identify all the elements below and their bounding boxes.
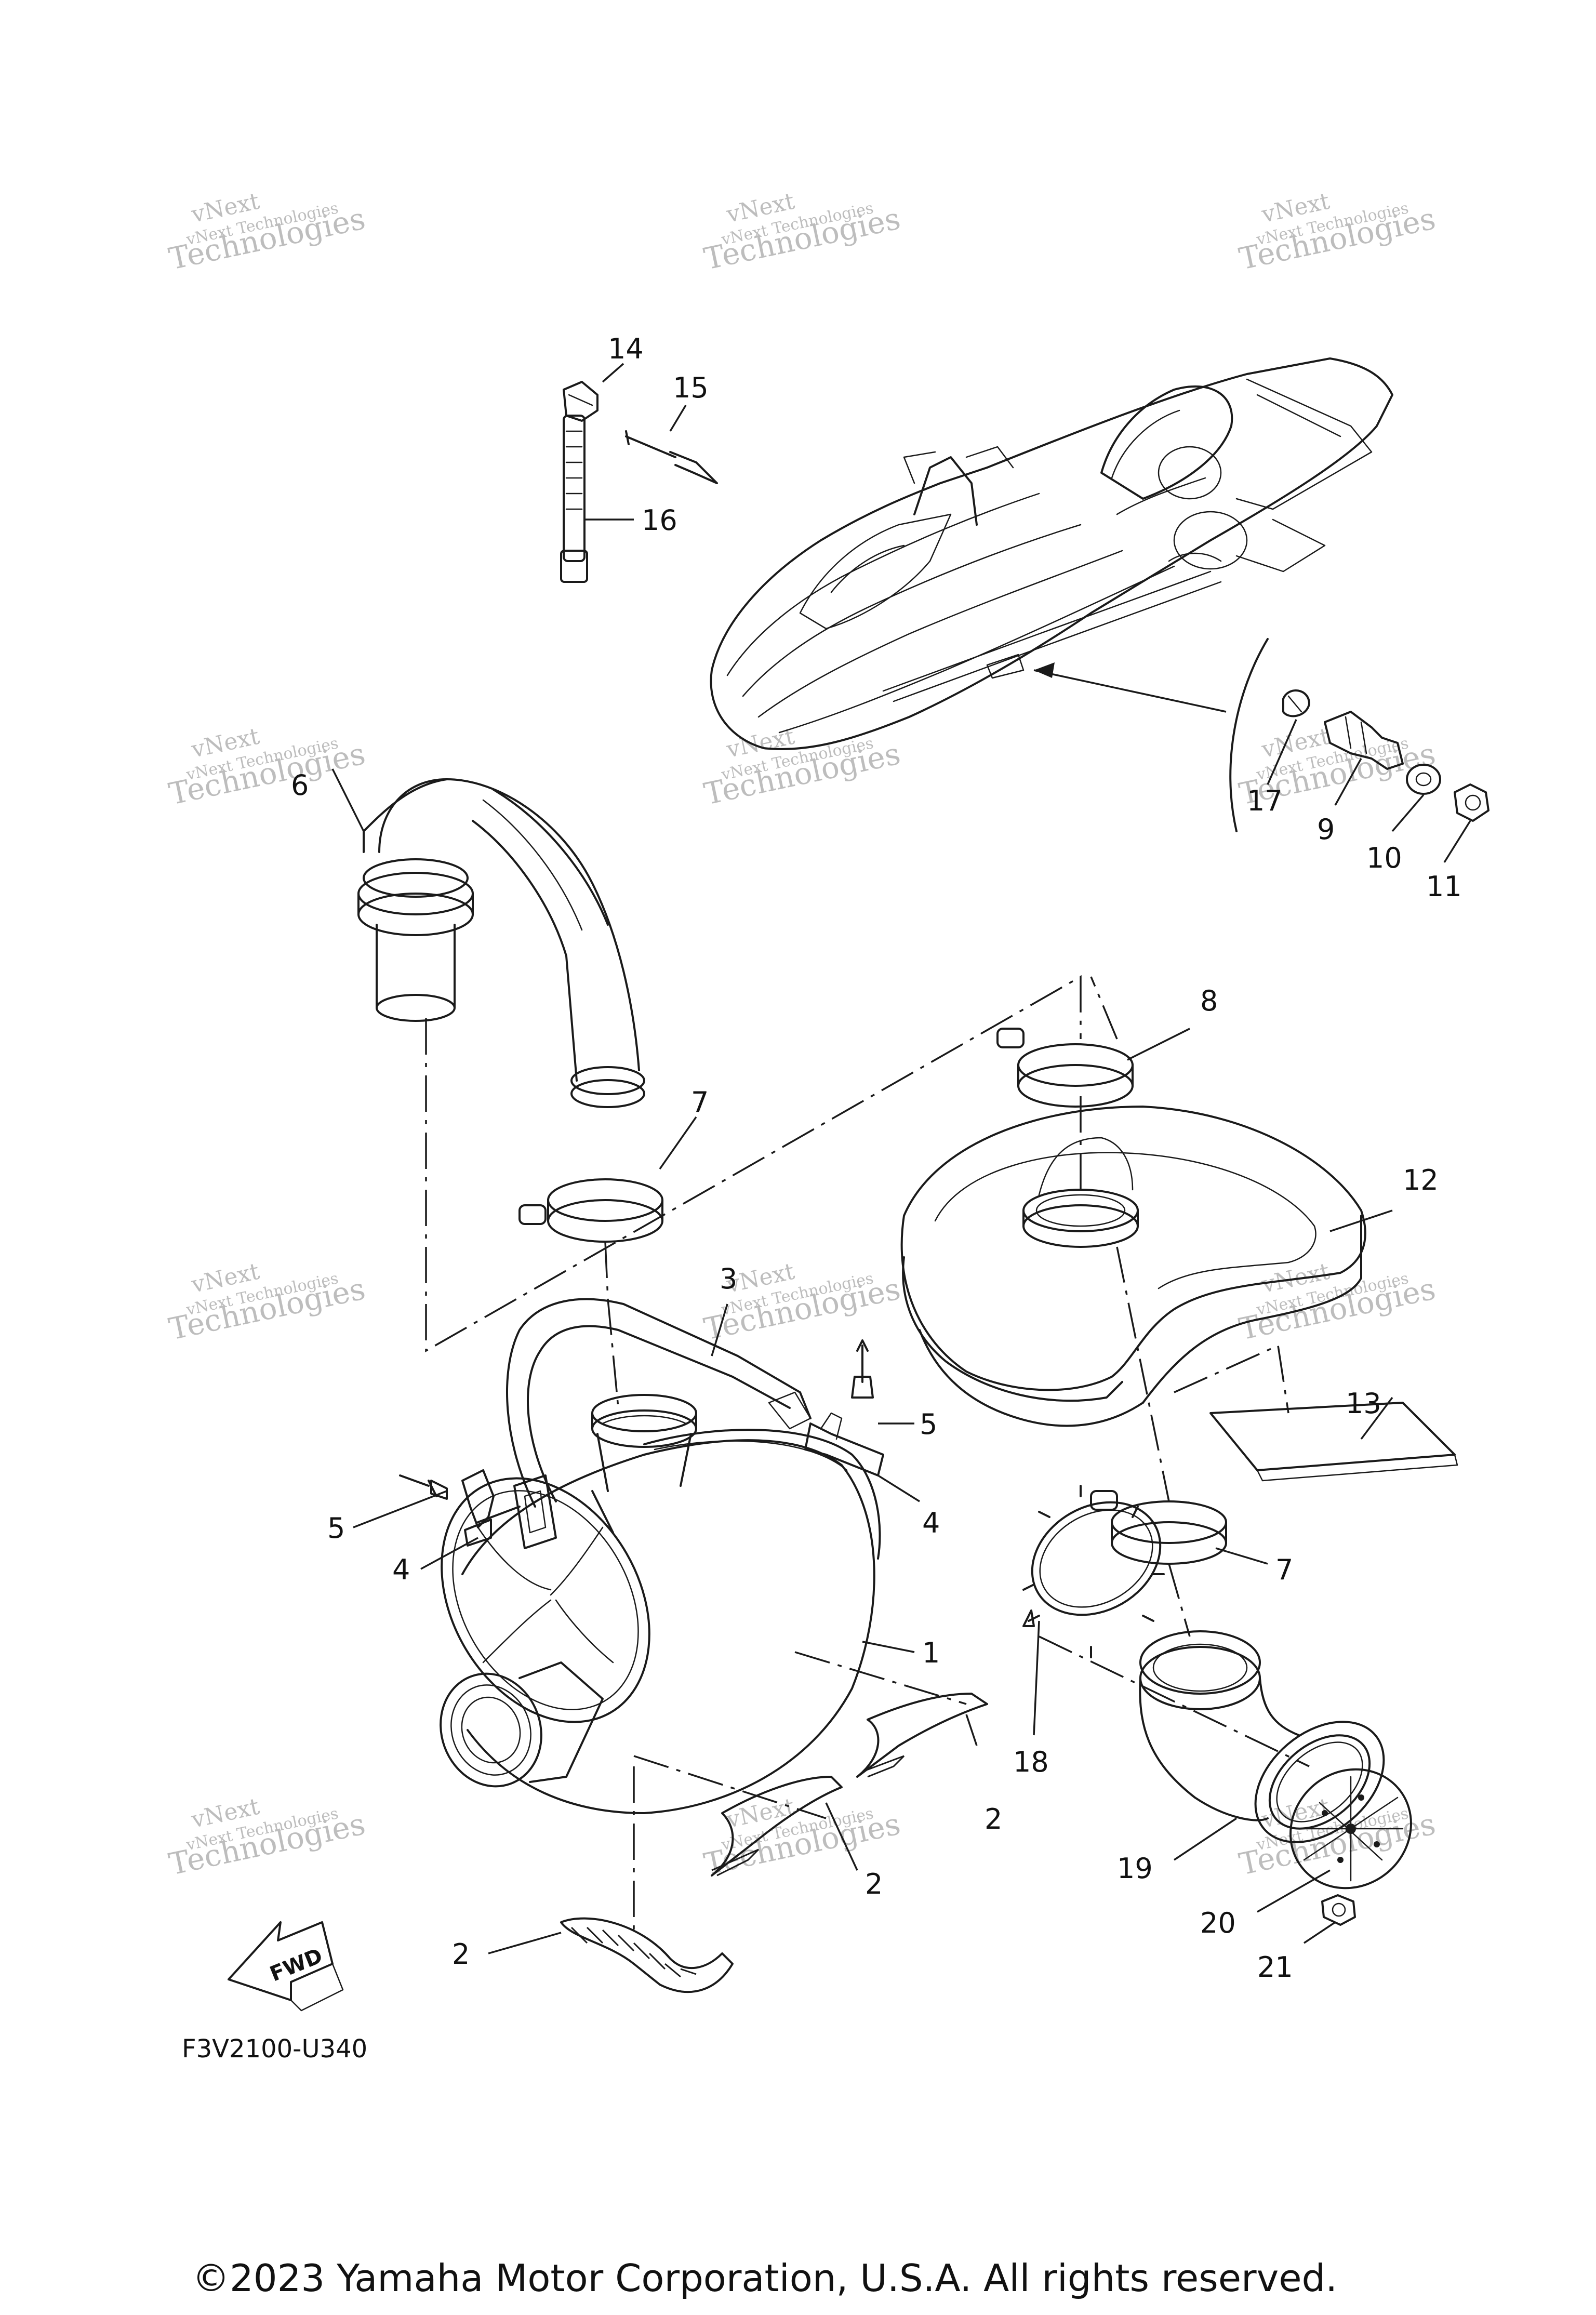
muffler-body [440, 1394, 881, 1814]
callout-11: 11 [1426, 870, 1462, 903]
callout-2: 2 [985, 1803, 1002, 1835]
watermark-group: vNext vNext Technologies Technologies vN… [166, 188, 1439, 1882]
callout-12: 12 [1403, 1164, 1439, 1196]
damper-pad [711, 1776, 843, 1877]
diagram-code: F3V2100-U340 [182, 2034, 367, 2064]
damper-pad [560, 1917, 734, 1993]
retaining-strap [506, 1298, 812, 1549]
watercraft-illustration [710, 357, 1393, 750]
callout-15: 14 [608, 332, 644, 365]
copyright-notice: ©2023 Yamaha Motor Corporation, U.S.A. A… [192, 2256, 1337, 2300]
blind-rivet [851, 1339, 874, 1399]
watermark: vNext vNext Technologies Technologies [701, 188, 903, 277]
hose-clamp [518, 1178, 663, 1243]
blind-rivet [399, 1474, 448, 1500]
valve-plate [1289, 1768, 1412, 1890]
callout-1: 1 [922, 1637, 940, 1669]
callout-5: 5 [920, 1408, 937, 1441]
watermark: vNext vNext Technologies Technologies [166, 188, 368, 277]
callout-4: 4 [392, 1553, 410, 1586]
callout-3: 3 [720, 1262, 737, 1295]
resonator-tank [900, 1106, 1366, 1427]
damper-pad [856, 1693, 988, 1778]
watermark: vNext vNext Technologies Technologies [1236, 188, 1439, 277]
watermark: vNext vNext Technologies Technologies [166, 1258, 368, 1347]
callout-2: 2 [452, 1938, 470, 1971]
watermark: vNext vNext Technologies Technologies [166, 1793, 368, 1882]
callout-16: 15 [673, 371, 709, 404]
callout-8: 8 [1200, 984, 1218, 1017]
stay-bracket [804, 1412, 884, 1476]
rubber-pad [1209, 1402, 1458, 1482]
callout-7: 7 [1275, 1553, 1293, 1586]
callout-13: 13 [1346, 1387, 1381, 1420]
drain-plug-assembly [1033, 638, 1489, 832]
callout-4: 4 [922, 1507, 940, 1539]
elbow-hose [357, 778, 645, 1108]
callout-19: 18 [1013, 1746, 1049, 1778]
watermark: vNext vNext Technologies Technologies [166, 723, 368, 812]
callout-21: 21 [1257, 1951, 1293, 1984]
callout-10: 10 [1366, 842, 1402, 874]
callout-18: 17 [1247, 784, 1283, 817]
hose-clamp [996, 1028, 1134, 1108]
callout-20: 20 [1200, 1907, 1236, 1939]
callout-2: 2 [865, 1868, 883, 1900]
callout-17: 16 [642, 504, 677, 537]
watermark: vNext vNext Technologies Technologies [1236, 1258, 1439, 1347]
watermark: vNext vNext Technologies Technologies [701, 723, 903, 812]
forward-direction-arrow: FWD [228, 1921, 344, 2012]
watermark: vNext vNext Technologies Technologies [1236, 1793, 1439, 1882]
callout-14: 19 [1117, 1852, 1153, 1885]
callout-5: 5 [327, 1512, 345, 1545]
callout-9: 9 [1317, 813, 1335, 846]
cable-tie-assembly [560, 381, 718, 583]
callout-6: 6 [291, 769, 309, 802]
leader-lines [331, 363, 1471, 1954]
gasket-ring [1022, 1485, 1165, 1658]
callout-7: 7 [691, 1086, 709, 1119]
stay-bracket [461, 1469, 495, 1547]
alignment-lines [425, 975, 1310, 1938]
callout-labels: 14 15 16 17 9 10 11 6 8 7 12 3 13 5 5 4 … [291, 332, 1462, 1984]
nut [1321, 1894, 1356, 1926]
